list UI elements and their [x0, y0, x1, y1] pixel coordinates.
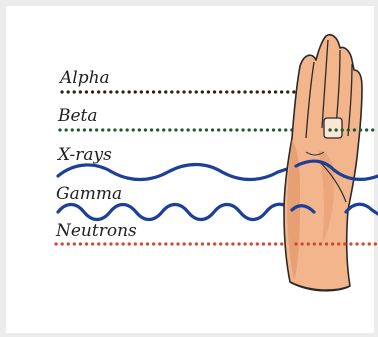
label-gamma: Gamma [56, 184, 122, 204]
label-neutrons: Neutrons [55, 221, 137, 241]
label-beta: Beta [57, 106, 98, 126]
xray-wave [58, 165, 296, 180]
label-xrays: X-rays [56, 145, 112, 165]
label-alpha: Alpha [58, 68, 110, 88]
gamma-wave [58, 204, 292, 219]
